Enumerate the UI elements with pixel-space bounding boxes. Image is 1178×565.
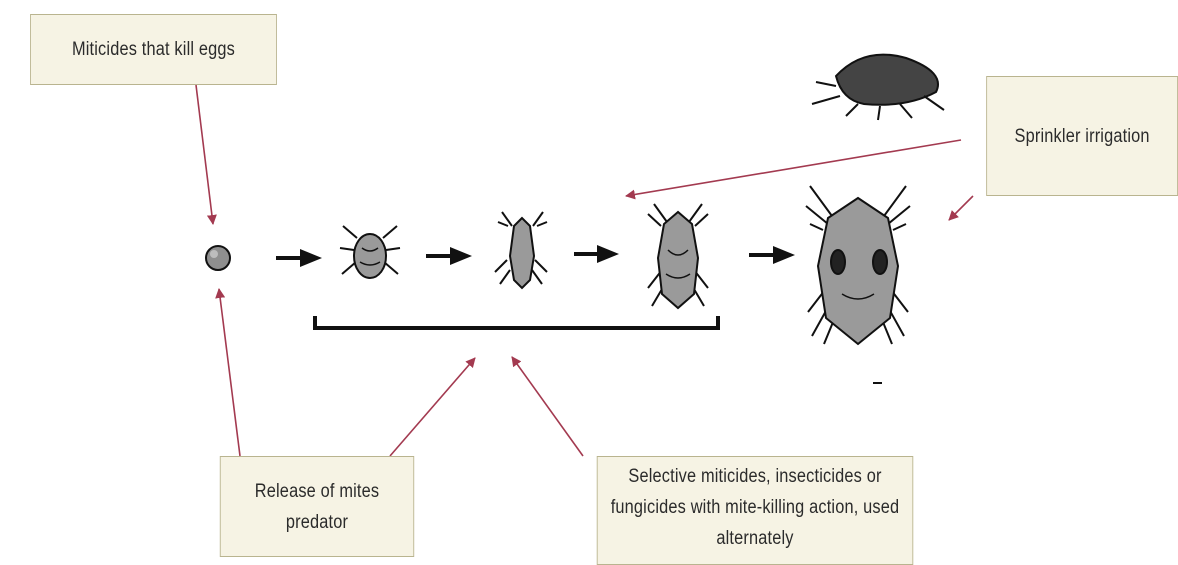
protonymph-icon — [495, 212, 547, 288]
arrow-predator-to-egg — [219, 289, 240, 456]
stage-arrow — [426, 247, 472, 265]
adult-mite-icon — [806, 186, 910, 344]
nymph-bracket — [315, 316, 718, 328]
arrow-selective-to-bracket — [512, 357, 583, 456]
arrow-sprinkler-to-nymph — [626, 140, 961, 196]
label-predator: Release of mites predator — [241, 476, 392, 538]
stage-arrow — [276, 249, 322, 267]
larva-icon — [340, 226, 400, 278]
deutonymph-icon — [648, 204, 708, 308]
stage-arrow — [574, 245, 619, 263]
label-box-eggs: Miticides that kill eggs — [30, 14, 277, 85]
label-sprinkler: Sprinkler irrigation — [1015, 121, 1150, 152]
stage-arrow — [749, 246, 795, 264]
arrow-predator-to-bracket — [390, 358, 475, 456]
egg-icon — [206, 246, 230, 270]
label-box-sprinkler: Sprinkler irrigation — [986, 76, 1178, 196]
label-box-selective: Selective miticides, insecticides or fun… — [597, 456, 913, 565]
mite-side-view-icon — [812, 55, 944, 120]
arrow-eggs — [196, 85, 213, 224]
label-selective: Selective miticides, insecticides or fun… — [608, 461, 902, 554]
arrow-sprinkler-to-adult — [949, 196, 973, 220]
label-eggs: Miticides that kill eggs — [72, 34, 235, 65]
label-box-predator: Release of mites predator — [220, 456, 414, 557]
